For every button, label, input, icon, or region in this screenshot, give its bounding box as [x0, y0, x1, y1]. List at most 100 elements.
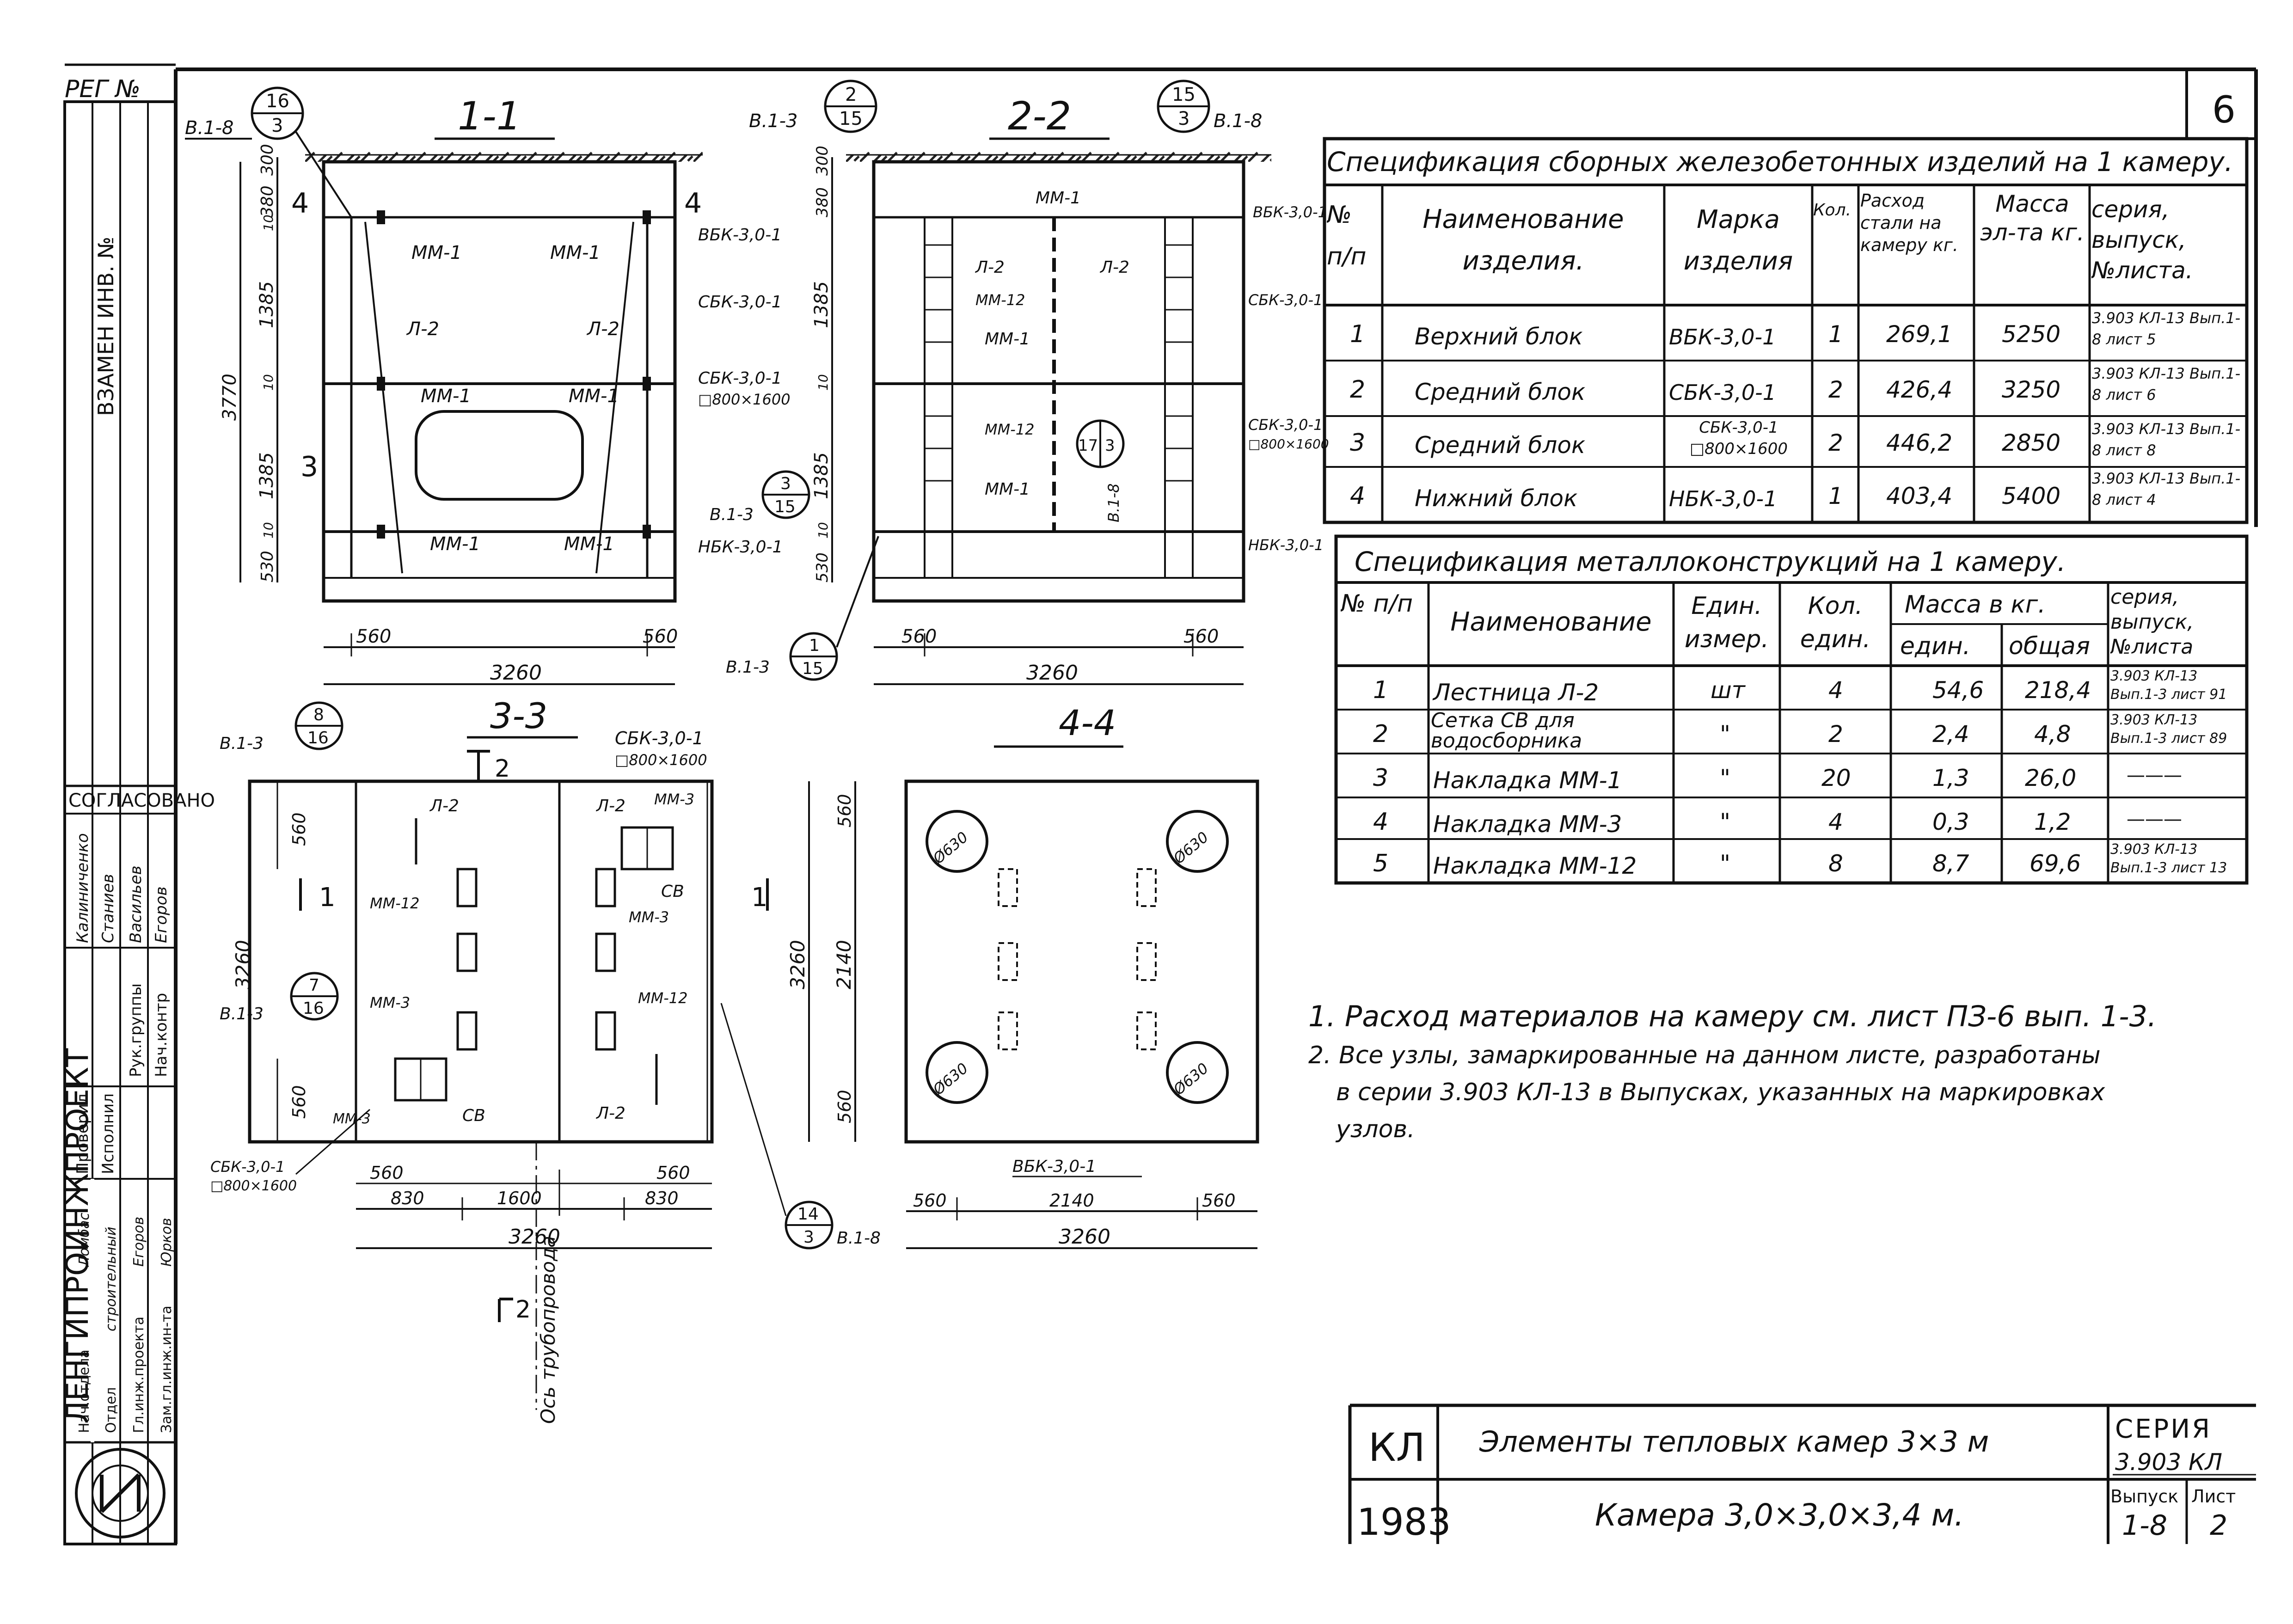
s11-block: СБК-3,0-1 — [698, 293, 782, 312]
title-block: КЛ 1983 Элементы тепловых камер 3×3 м Ка… — [1348, 1403, 2256, 1544]
spec-metal-cell: 2 — [1828, 721, 1843, 748]
s33-axis-text: Ось трубопровода — [537, 1236, 559, 1424]
s11-callout-ref: В.1-8 — [185, 117, 234, 139]
s11-dim-v: 10 — [261, 374, 276, 391]
s11-callout-top: 16 — [266, 91, 289, 112]
s33-callout-b-ref: В.1-3 — [220, 1005, 264, 1023]
s33-callout-a-top: 8 — [313, 705, 324, 724]
s11-dim-v: 1385 — [256, 281, 277, 328]
spec-concrete-header: № п/п — [1327, 201, 1367, 270]
s11-dim-v: 3770 — [219, 374, 240, 421]
s11-label: Л-2 — [406, 319, 439, 340]
sheet-number: 6 — [2212, 88, 2236, 131]
spec-concrete-header: Наименование изделия. — [1422, 204, 1624, 276]
stamp-name-2: Васильев — [127, 865, 145, 943]
stamp-role-4: Проверил — [74, 1094, 92, 1174]
s22-callout-ref: В.1-3 — [749, 110, 798, 132]
s11-label: ММ-1 — [550, 242, 601, 264]
s11-section-mark: 4 — [684, 187, 702, 220]
side-stamp — [63, 100, 177, 1545]
spec-metal-cell: 69,6 — [2029, 850, 2081, 877]
stamp-left-name-2: Егоров — [131, 1217, 147, 1267]
spec-metal-cell: 4 — [1373, 808, 1388, 836]
s33-title: 3-3 — [490, 695, 547, 736]
s33-callout-a-bottom: 16 — [307, 729, 329, 748]
spec-metal-cell: 3.903 КЛ-13 Вып.1-3 лист 13 — [2110, 841, 2227, 876]
s33-label: СВ — [661, 882, 684, 901]
s22-callout-b-bottom: 3 — [1178, 108, 1189, 129]
s11-block: ВБК-3,0-1 — [698, 226, 782, 245]
s11-dim-v: 380 — [258, 185, 277, 217]
s11-title: 1-1 — [458, 93, 521, 139]
spec-concrete-cell: Средний блок — [1415, 379, 1585, 405]
spec-concrete-cell: 4 — [1350, 482, 1365, 510]
s11-block-sub: □800×1600 — [698, 391, 791, 408]
s44-dim-h: 3260 — [1059, 1225, 1110, 1249]
spec-concrete-table: Спецификация сборных железобетонных изде… — [1323, 137, 2249, 524]
spec-concrete-cell: Нижний блок — [1415, 485, 1577, 512]
note-line: в серии 3.903 КЛ-13 в Выпусках, указанны… — [1336, 1079, 2105, 1106]
spec-metal-header: Наименование — [1450, 607, 1652, 637]
spec-metal-header: общая — [2009, 632, 2090, 660]
s22-dim-v: 10 — [815, 522, 831, 539]
note-line: узлов. — [1335, 1115, 1415, 1143]
title-code: КЛ — [1368, 1425, 1425, 1470]
stamp-name-4: Калиниченко — [74, 833, 92, 943]
spec-metal-header: серия, выпуск, №листа — [2110, 585, 2194, 659]
title-subtitle: Камера 3,0×3,0×3,4 м. — [1595, 1497, 1964, 1533]
s22-callout-c-ref: В.1-8 — [1105, 484, 1122, 522]
s11-dim-v: 10 — [261, 522, 276, 539]
s11-callout-b-ref: В.1-3 — [710, 505, 754, 524]
s33-label: ММ-3 — [370, 994, 410, 1011]
s22-label: Л-2 — [975, 258, 1005, 277]
s44-dim-h: 560 — [1202, 1190, 1236, 1211]
s11-label: ММ-1 — [421, 386, 471, 407]
spec-concrete-cell: 269,1 — [1886, 321, 1952, 348]
title-year: 1983 — [1357, 1501, 1451, 1544]
s11-label: ММ-1 — [569, 386, 619, 407]
s11-dim-v: 1385 — [256, 452, 277, 499]
org-logo — [75, 1448, 166, 1538]
title-series-value: 3.903 КЛ — [2115, 1449, 2222, 1476]
spec-concrete-cell: 2 — [1828, 376, 1843, 403]
s11-dim-h: 3260 — [490, 661, 542, 685]
s22-dim-h: 560 — [1183, 626, 1219, 647]
s22-callout-c-top: 17 — [1078, 436, 1098, 455]
s33-callout-a-ref: В.1-3 — [220, 734, 264, 753]
spec-metal-cell: шт — [1711, 677, 1746, 704]
s33-label: ММ-12 — [638, 989, 687, 1007]
s11-label: ММ-1 — [411, 242, 462, 264]
stamp-left-role-4: Нач.отдела — [76, 1349, 92, 1433]
spec-concrete-cell: 3250 — [2002, 376, 2060, 403]
s33-label: Л-2 — [595, 797, 625, 815]
s44-title: 4-4 — [1059, 702, 1116, 743]
spec-concrete-header: Расход стали на камеру кг. — [1860, 190, 1958, 255]
s33-dim-v: 560 — [289, 812, 309, 846]
spec-concrete-cell: 1 — [1828, 483, 1843, 509]
spec-metal-cell: 3 — [1373, 764, 1388, 792]
s22-label: ММ-1 — [985, 330, 1030, 349]
s22-callout-d-bottom: 15 — [802, 659, 823, 678]
spec-metal-header: № п/п — [1341, 590, 1413, 618]
s22-dim-v: 530 — [813, 552, 832, 582]
s11-section-mark: 4 — [291, 187, 309, 220]
spec-metal-cell: 8 — [1828, 850, 1843, 877]
s44-dim-v: 560 — [834, 794, 855, 827]
spec-metal-cell: 1 — [1373, 676, 1388, 704]
s33-dim-h: 830 — [645, 1188, 679, 1208]
s33-label: ММ-3 — [654, 791, 694, 808]
section-1-1: 1-1 16 3 В.1-8 ММ-1 ММ-1 — [185, 86, 810, 685]
s22-block: СБК-3,0-1 — [1248, 291, 1323, 309]
spec-concrete-cell: 2 — [1828, 429, 1843, 456]
s22-callout-bottom: 15 — [839, 108, 863, 129]
spec-metal-header: Един. измер. — [1684, 592, 1769, 653]
spec-concrete-cell: 5250 — [2002, 321, 2060, 348]
s33-dim-h: 560 — [656, 1163, 690, 1183]
s22-dim-v: 300 — [813, 146, 832, 176]
s22-callout-d-ref: В.1-3 — [726, 658, 770, 677]
s44-block: ВБК-3,0-1 — [1012, 1157, 1096, 1176]
section-4-4: 4-4 Ø630 Ø630 Ø630 Ø630 ВБК-3,0-1 1 560 … — [751, 702, 1259, 1249]
s22-label: ММ-12 — [985, 421, 1034, 438]
s11-dim-v: 10 — [261, 214, 276, 231]
s11-dim-v: 530 — [258, 551, 277, 582]
